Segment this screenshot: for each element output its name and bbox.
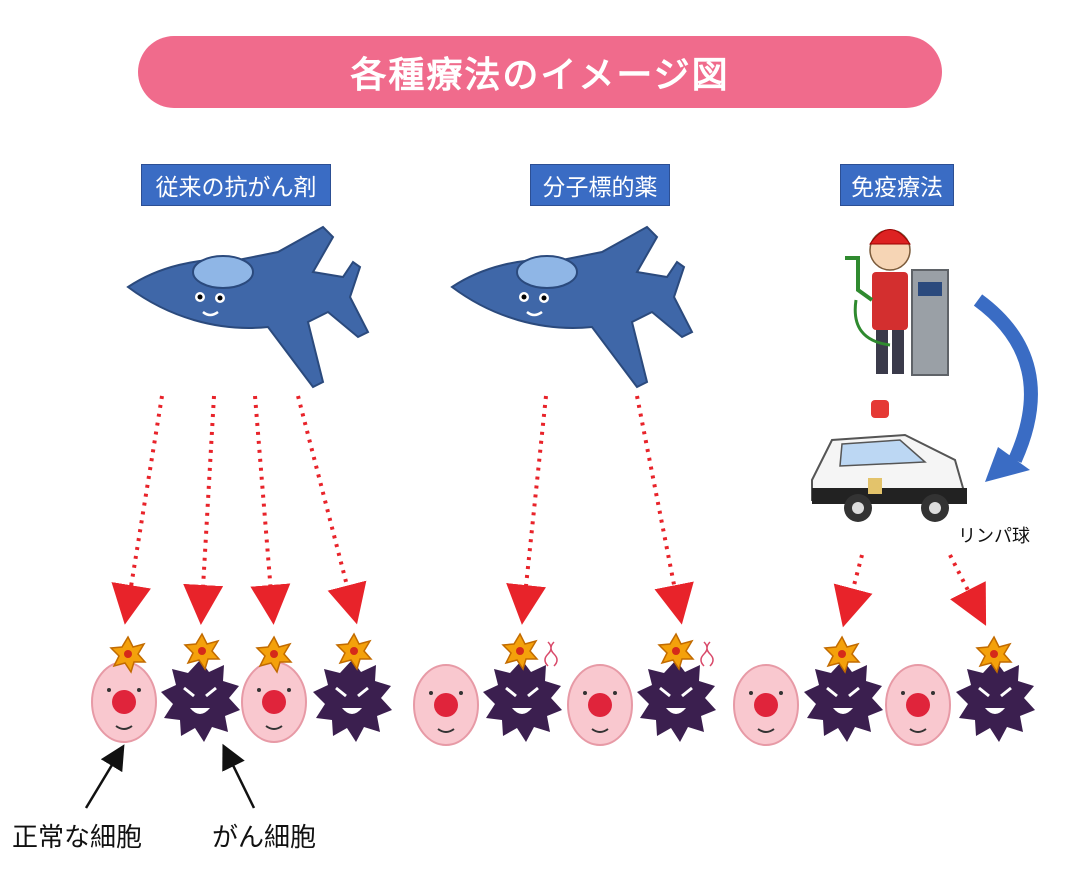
normal-cell (733, 664, 799, 746)
dna-icon (700, 641, 714, 667)
label-immunotherapy: 免疫療法 (840, 164, 954, 206)
cancer-cell (481, 658, 564, 744)
plane-icon (126, 225, 370, 389)
explosion-icon (658, 633, 694, 670)
explosion-icon (184, 633, 220, 670)
cancer-cell (635, 658, 718, 744)
normal-cell (885, 664, 951, 746)
explosion-icon (336, 633, 372, 670)
explosion-icon (824, 636, 860, 673)
gas-station-worker-icon (845, 229, 949, 376)
cell-row (91, 658, 1037, 746)
explosion-icon (976, 636, 1012, 673)
cancer-cell (802, 658, 885, 744)
pointer-arrow (84, 744, 125, 809)
cancer-cell (159, 658, 242, 744)
hit-bursts (110, 633, 1012, 673)
label-targeted-therapy: 分子標的薬 (530, 164, 670, 206)
normal-cell (241, 661, 307, 743)
normal-cell (91, 661, 157, 743)
dna-icon (544, 641, 558, 667)
attack-arrows (111, 395, 987, 628)
plane-icon (450, 225, 694, 389)
normal-cell (413, 664, 479, 746)
cancer-cell (311, 658, 394, 744)
diagram-title: 各種療法のイメージ図 (138, 36, 942, 108)
police-car-icon (811, 400, 967, 522)
normal-cell (567, 664, 633, 746)
normal-cell-label: 正常な細胞 (12, 823, 143, 853)
pointer-arrow (222, 743, 256, 809)
cancer-cell (954, 658, 1037, 744)
lymphocyte-label: リンパ球 (958, 526, 1030, 547)
curved-arrow-icon (973, 294, 1038, 463)
cancer-cell-label: がん細胞 (212, 823, 317, 853)
explosion-icon (502, 633, 538, 670)
label-chemotherapy: 従来の抗がん剤 (141, 164, 331, 206)
